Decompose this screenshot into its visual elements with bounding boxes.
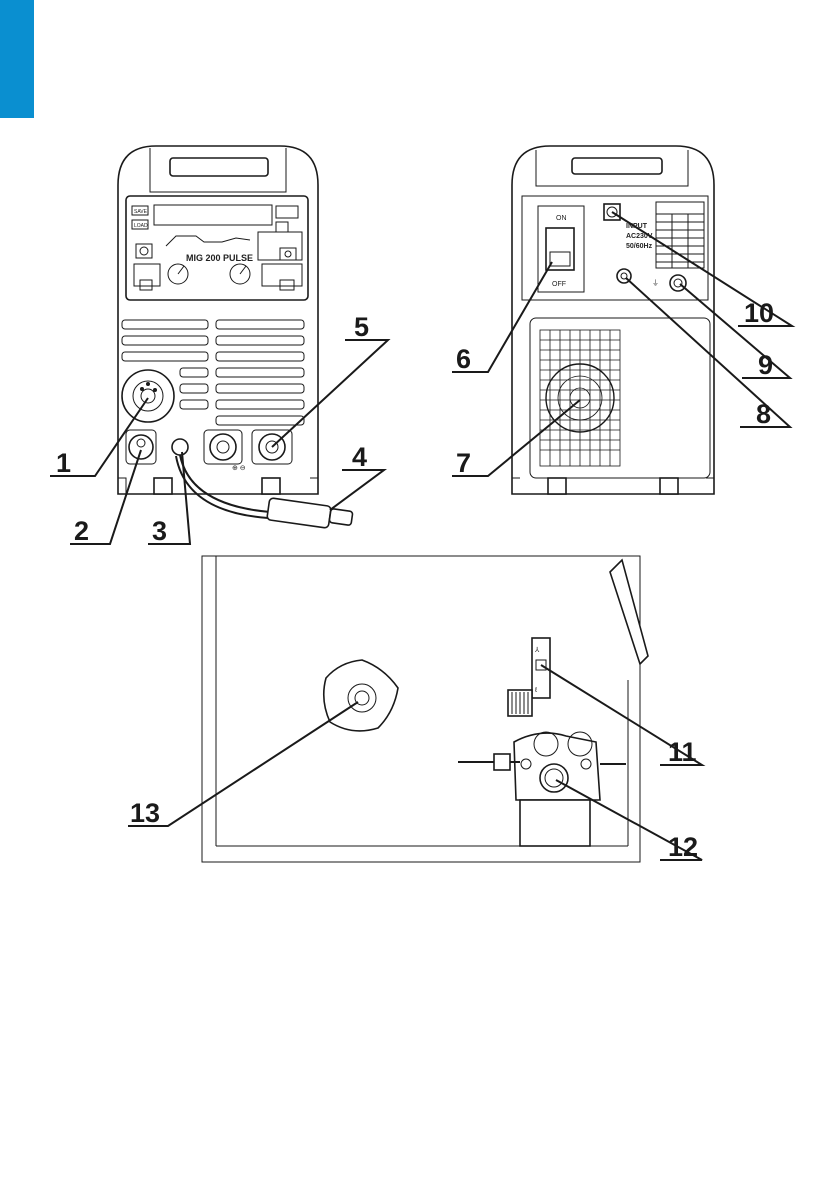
- euro-torch-connector: [122, 370, 174, 422]
- rear-view: ON OFF INPUT AC230V 50/60Hz ⏚: [512, 146, 714, 494]
- svg-text:⊕ ⊖: ⊕ ⊖: [232, 465, 246, 472]
- callout-2: 2: [74, 516, 89, 546]
- switch-on-label: ON: [556, 215, 567, 222]
- switch-off-label: OFF: [552, 281, 566, 288]
- callout-10: 10: [744, 298, 774, 328]
- side-door-edge: [610, 560, 648, 664]
- wire-feed-compartment: ⅄ ℓ: [202, 556, 648, 862]
- callout-6: 6: [456, 344, 471, 374]
- polarity-cable-outlet: [172, 439, 188, 455]
- callout-13: 13: [130, 798, 160, 828]
- callout-4: 4: [352, 442, 367, 472]
- spool-hub-icon: [324, 660, 398, 731]
- positive-socket: [210, 434, 236, 460]
- svg-text:⅄: ⅄: [534, 646, 540, 654]
- load-button-label: LOAD: [134, 223, 148, 229]
- front-view: SAVE LOAD MIG 200 PULSE: [118, 146, 353, 528]
- drive-roller: [540, 764, 568, 792]
- input-frequency: 50/60Hz: [626, 243, 653, 250]
- callout-5: 5: [354, 312, 369, 342]
- feeder-base: [520, 800, 590, 846]
- callout-8: 8: [756, 399, 771, 429]
- save-button-label: SAVE: [134, 209, 148, 215]
- model-name: MIG 200 PULSE: [186, 253, 253, 263]
- cable-plug: [267, 498, 331, 528]
- callout-3: 3: [152, 516, 167, 546]
- input-voltage: AC230V: [626, 233, 653, 240]
- callout-12: 12: [668, 832, 698, 862]
- callout-11: 11: [668, 737, 697, 767]
- ground-terminal: [670, 275, 686, 291]
- callout-9: 9: [758, 350, 773, 380]
- callout-7: 7: [456, 448, 471, 478]
- callout-1: 1: [56, 448, 71, 478]
- svg-text:⏚: ⏚: [652, 279, 659, 287]
